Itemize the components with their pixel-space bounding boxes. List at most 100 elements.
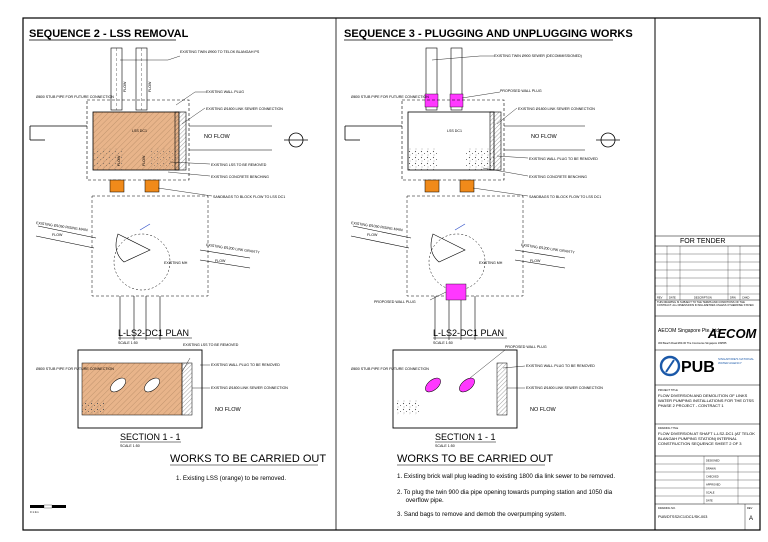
seq3-section-marker bbox=[596, 132, 620, 148]
seq3-section-no-flow: NO FLOW bbox=[530, 407, 556, 413]
seq2-flow-v2: FLOW bbox=[148, 81, 152, 92]
seq3-lbl-pipe-out: EXISTING Ø1200 LINK GRAVITY bbox=[521, 243, 576, 255]
seq2-sandbag-2 bbox=[144, 179, 160, 193]
tb-project: FLOW DIVERSION AND DEMOLITION OF LINKS W… bbox=[658, 393, 754, 408]
seq3-plug-2 bbox=[449, 93, 464, 108]
tb-rev-h2: DESCRIPTION bbox=[694, 296, 712, 300]
tb-pub-logo: PUB bbox=[659, 355, 715, 377]
seq3-section-plug-1 bbox=[425, 377, 441, 393]
seq3-works-item-2: 2. To plug the twin 900 dia pipe opening… bbox=[397, 489, 613, 496]
seq2-sandbag-1 bbox=[109, 179, 125, 193]
seq3-lbl-section-link: EXISTING Ø1800 LINK SEWER CONNECTION bbox=[526, 386, 603, 390]
seq2-lbl-wall-plug: EXISTING WALL PLUG bbox=[206, 90, 244, 94]
tb-meta-0: DESIGNED bbox=[706, 459, 720, 463]
tb-drawing: FLOW DIVERSION AT SHAFT L-LS2-DC1 (AT TE… bbox=[658, 431, 755, 446]
seq3-plan-title: L-LS2-DC1 PLAN bbox=[433, 328, 504, 338]
seq3-lbl-sandbags: SANDBAGS TO BLOCK FLOW TO LSS DC1 bbox=[529, 195, 601, 199]
seq2-wall-plug bbox=[174, 111, 187, 171]
seq3-plug-1 bbox=[424, 93, 439, 108]
seq3-plug-3 bbox=[445, 283, 467, 301]
seq3-section-box bbox=[392, 349, 518, 429]
seq2-lbl-section-link: EXISTING Ø1800 LINK SEWER CONNECTION bbox=[211, 386, 288, 390]
seq2-lbl-section-lss: EXISTING LSS TO BE REMOVED bbox=[183, 343, 239, 347]
seq2-scale-bar: 0 1 2m bbox=[30, 504, 66, 514]
seq3-lbl-section-stub: Ø800 STUB PIPE FOR FUTURE CONNECTION bbox=[351, 367, 429, 371]
tb-drawing-label: DRAWING TITLE bbox=[658, 426, 678, 430]
seq2-no-flow: NO FLOW bbox=[204, 134, 230, 140]
sequence-2-panel: SEQUENCE 2 - LSS REMOVAL FLOW FLOW LSS D… bbox=[29, 28, 326, 514]
seq2-section-box bbox=[77, 349, 203, 429]
seq2-works-title: WORKS TO BE CARRIED OUT bbox=[170, 453, 326, 465]
seq3-section-plug-2 bbox=[459, 377, 475, 393]
seq2-flow-in1: FLOW bbox=[117, 155, 121, 166]
tb-rev-h1: DATE bbox=[669, 296, 676, 300]
seq2-plan-scale: SCALE 1:50 bbox=[118, 341, 138, 345]
tb-rev: A bbox=[749, 516, 753, 522]
seq2-section-marker bbox=[284, 132, 308, 148]
tb-meta-2: CHECKED bbox=[706, 475, 719, 479]
seq2-lbl-twin-1: EXISTING TWIN Ø900 TO TELOK BLANGAH PS bbox=[180, 50, 260, 54]
seq3-works-item-2b: overflow pipe. bbox=[397, 497, 444, 504]
seq2-section-scale: SCALE 1:50 bbox=[120, 444, 140, 448]
seq3-lbl-proposed-plug: PROPOSED WALL PLUG bbox=[500, 89, 542, 93]
seq2-title: SEQUENCE 2 - LSS REMOVAL bbox=[29, 28, 189, 40]
seq2-plan-title: L-LS2-DC1 PLAN bbox=[118, 328, 189, 338]
seq3-title: SEQUENCE 3 - PLUGGING AND UNPLUGGING WOR… bbox=[344, 28, 633, 40]
tb-consultant-address: 300 Beach Road #03-00 The Concourse Sing… bbox=[658, 341, 727, 345]
tb-client-sub: SINGAPORE'S NATIONAL WATER AGENCY bbox=[718, 358, 754, 365]
seq3-works-title: WORKS TO BE CARRIED OUT bbox=[397, 453, 553, 465]
tb-dwgno-label: DRAWING NO. bbox=[658, 506, 676, 510]
tb-meta-4: SCALE bbox=[706, 491, 715, 495]
seq2-twin-pipes bbox=[110, 47, 148, 111]
seq3-section-title: SECTION 1 - 1 bbox=[435, 432, 496, 442]
seq2-flow-diag2: FLOW bbox=[215, 259, 226, 263]
seq3-lbl-twin: EXISTING TWIN Ø900 SEWER (DECOMMISSIONED… bbox=[494, 54, 582, 58]
title-block: FOR TENDER REV DATE DESCRIPTION DRN CHKD… bbox=[655, 235, 760, 530]
seq2-section-title: SECTION 1 - 1 bbox=[120, 432, 181, 442]
seq2-lbl-section-wall: EXISTING WALL PLUG TO BE REMOVED bbox=[211, 363, 280, 367]
seq3-lbl-plug: PROPOSED WALL PLUG bbox=[374, 300, 416, 304]
seq2-lbl-link-sewer: EXISTING Ø1800 LINK SEWER CONNECTION bbox=[206, 107, 283, 111]
seq2-flow-diag1: FLOW bbox=[52, 233, 63, 237]
seq3-no-flow: NO FLOW bbox=[531, 134, 557, 140]
tb-meta-5: DATE bbox=[706, 499, 713, 503]
seq3-sandbag-2 bbox=[459, 179, 475, 193]
seq3-flow-diag2: FLOW bbox=[530, 259, 541, 263]
seq3-lbl-link-sewer: EXISTING Ø1800 LINK SEWER CONNECTION bbox=[518, 107, 595, 111]
tb-project-label: PROJECT TITLE bbox=[658, 388, 678, 392]
tb-consultant: AECOM Singapore Pte. Ltd. bbox=[658, 328, 721, 334]
seq2-flow-v1: FLOW bbox=[123, 81, 127, 92]
seq3-manhole-plan bbox=[406, 195, 524, 297]
seq3-section-scale: SCALE 1:50 bbox=[435, 444, 455, 448]
tb-dwgno: PUB/DTSS2/C1/DC1/SK-003 bbox=[658, 515, 707, 519]
seq3-lbl-manhole: EXISTING MH bbox=[479, 261, 503, 265]
sequence-3-panel: SEQUENCE 3 - PLUGGING AND UNPLUGGING WOR… bbox=[344, 28, 633, 518]
seq3-lbl-section-plug: PROPOSED WALL PLUG bbox=[505, 345, 547, 349]
seq2-manhole-plan bbox=[91, 195, 209, 297]
tb-client: PUB bbox=[681, 359, 715, 376]
seq3-works-item-1: 1. Existing brick wall plug leading to e… bbox=[397, 473, 615, 480]
seq3-lbl-benching: EXISTING CONCRETE BENCHING bbox=[529, 175, 587, 179]
seq3-lbl-wall-remove: EXISTING WALL PLUG TO BE REMOVED bbox=[529, 157, 598, 161]
seq3-works-item-3: 3. Sand bags to remove and demob the ove… bbox=[397, 511, 567, 518]
svg-text:0 1 2m: 0 1 2m bbox=[30, 510, 39, 514]
seq3-sandbag-1 bbox=[424, 179, 440, 193]
tb-rev-h3: DRN bbox=[730, 296, 736, 300]
seq2-flow-in2: FLOW bbox=[142, 155, 146, 166]
seq2-lbl-stub: Ø800 STUB PIPE FOR FUTURE CONNECTION bbox=[36, 95, 114, 99]
sheet-border bbox=[22, 17, 761, 531]
seq2-works-item-1: 1. Existing LSS (orange) to be removed. bbox=[176, 475, 286, 482]
seq2-section-no-flow: NO FLOW bbox=[215, 407, 241, 413]
tb-rev-h0: REV bbox=[657, 296, 663, 300]
tb-meta-3: APPROVED bbox=[706, 483, 721, 487]
tb-rev-h4: CHKD bbox=[742, 296, 749, 300]
seq2-lbl-pipe-in: EXISTING Ø1050 RISING MAIN bbox=[36, 221, 88, 232]
tb-notes: THIS DRAWING IS SUBJECT TO THE TERMS AND… bbox=[657, 301, 755, 307]
seq2-lbl-benching: EXISTING CONCRETE BENCHING bbox=[211, 175, 269, 179]
seq2-box-tag: LSS DC1 bbox=[132, 129, 147, 133]
seq3-lbl-pipe-in: EXISTING Ø1050 RISING MAIN bbox=[351, 221, 403, 232]
seq2-lbl-lss: EXISTING LSS TO BE REMOVED bbox=[211, 163, 267, 167]
seq3-lbl-section-wall: EXISTING WALL PLUG TO BE REMOVED bbox=[526, 364, 595, 368]
